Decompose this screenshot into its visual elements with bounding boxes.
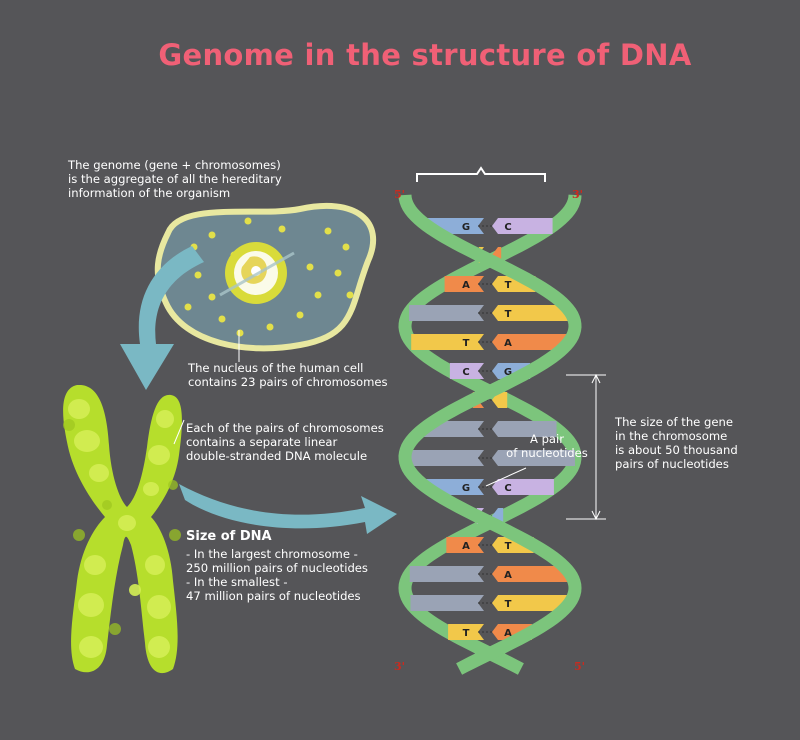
base-right (492, 334, 569, 350)
base-left (449, 363, 484, 379)
base-right (492, 508, 504, 524)
dna-backbone-strand-a (398, 194, 582, 675)
base-letter-right: T (505, 599, 512, 610)
pairs-info-text: Each of the pairs of chromosomes contain… (186, 421, 384, 463)
cell-with-nucleus-icon (154, 202, 377, 352)
base-pair: T (410, 595, 570, 611)
strand-end-top-right: 3' (572, 188, 584, 201)
chromosome-icon (63, 385, 182, 674)
base-left (444, 276, 484, 292)
size-of-dna-heading: Size of DNA (186, 529, 272, 544)
base-pair: A (409, 566, 571, 582)
pairs-leader-line (173, 419, 185, 445)
base-letter-right: T (505, 309, 512, 320)
base-letter-right: A (504, 570, 512, 581)
base-letter-right: T (505, 541, 512, 552)
base-letter-left: G (462, 483, 470, 494)
base-pair: T (409, 305, 571, 321)
base-letter-right: C (504, 483, 511, 494)
base-right (492, 479, 554, 495)
base-right (492, 421, 557, 437)
base-letter-right: A (504, 338, 512, 349)
base-letter-left: A (462, 541, 470, 552)
base-right (492, 450, 575, 466)
base-left (411, 334, 484, 350)
base-right (492, 218, 553, 234)
base-left (409, 566, 484, 582)
base-letter-left: T (463, 338, 470, 349)
base-right (492, 595, 570, 611)
base-letter-right: C (504, 222, 511, 233)
nucleotide-pair-leader-line (485, 467, 527, 487)
base-right (492, 566, 571, 582)
base-letter-right: A (504, 628, 512, 639)
gene-size-dimension-line (566, 373, 606, 521)
base-letter-left: C (462, 367, 469, 378)
genome-definition-text: The genome (gene + chromosomes) is the a… (68, 158, 282, 200)
nucleus-leader-line (238, 330, 240, 362)
gene-size-text: The size of the gene in the chromosome i… (615, 415, 738, 471)
dna-backbone-strand-b (398, 194, 582, 675)
strand-end-top-left: 5' (394, 188, 406, 201)
chromosome-to-dna-arrow (179, 484, 397, 534)
base-right (492, 392, 508, 408)
page-title: Genome in the structure of DNA (158, 38, 692, 72)
nucleus-info-text: The nucleus of the human cell contains 2… (188, 361, 388, 389)
base-left (405, 450, 484, 466)
base-pair (405, 450, 575, 466)
base-letter-right: T (505, 280, 512, 291)
base-left (409, 305, 484, 321)
base-right (492, 305, 571, 321)
size-of-dna-details: - In the largest chromosome - 250 millio… (186, 547, 368, 603)
base-letter-left: G (462, 222, 470, 233)
nucleotide-pair-label: A pair of nucleotides (506, 432, 588, 460)
top-brace (416, 166, 546, 182)
base-left (410, 595, 484, 611)
base-letter-left: A (462, 280, 470, 291)
base-left (446, 537, 484, 553)
base-left (448, 624, 484, 640)
strand-end-bottom-right: 5' (574, 660, 586, 673)
cell-to-chromosome-arrow (120, 246, 204, 390)
base-letter-right: G (504, 367, 512, 378)
base-letter-left: T (463, 628, 470, 639)
strand-end-bottom-left: 3' (394, 660, 406, 673)
